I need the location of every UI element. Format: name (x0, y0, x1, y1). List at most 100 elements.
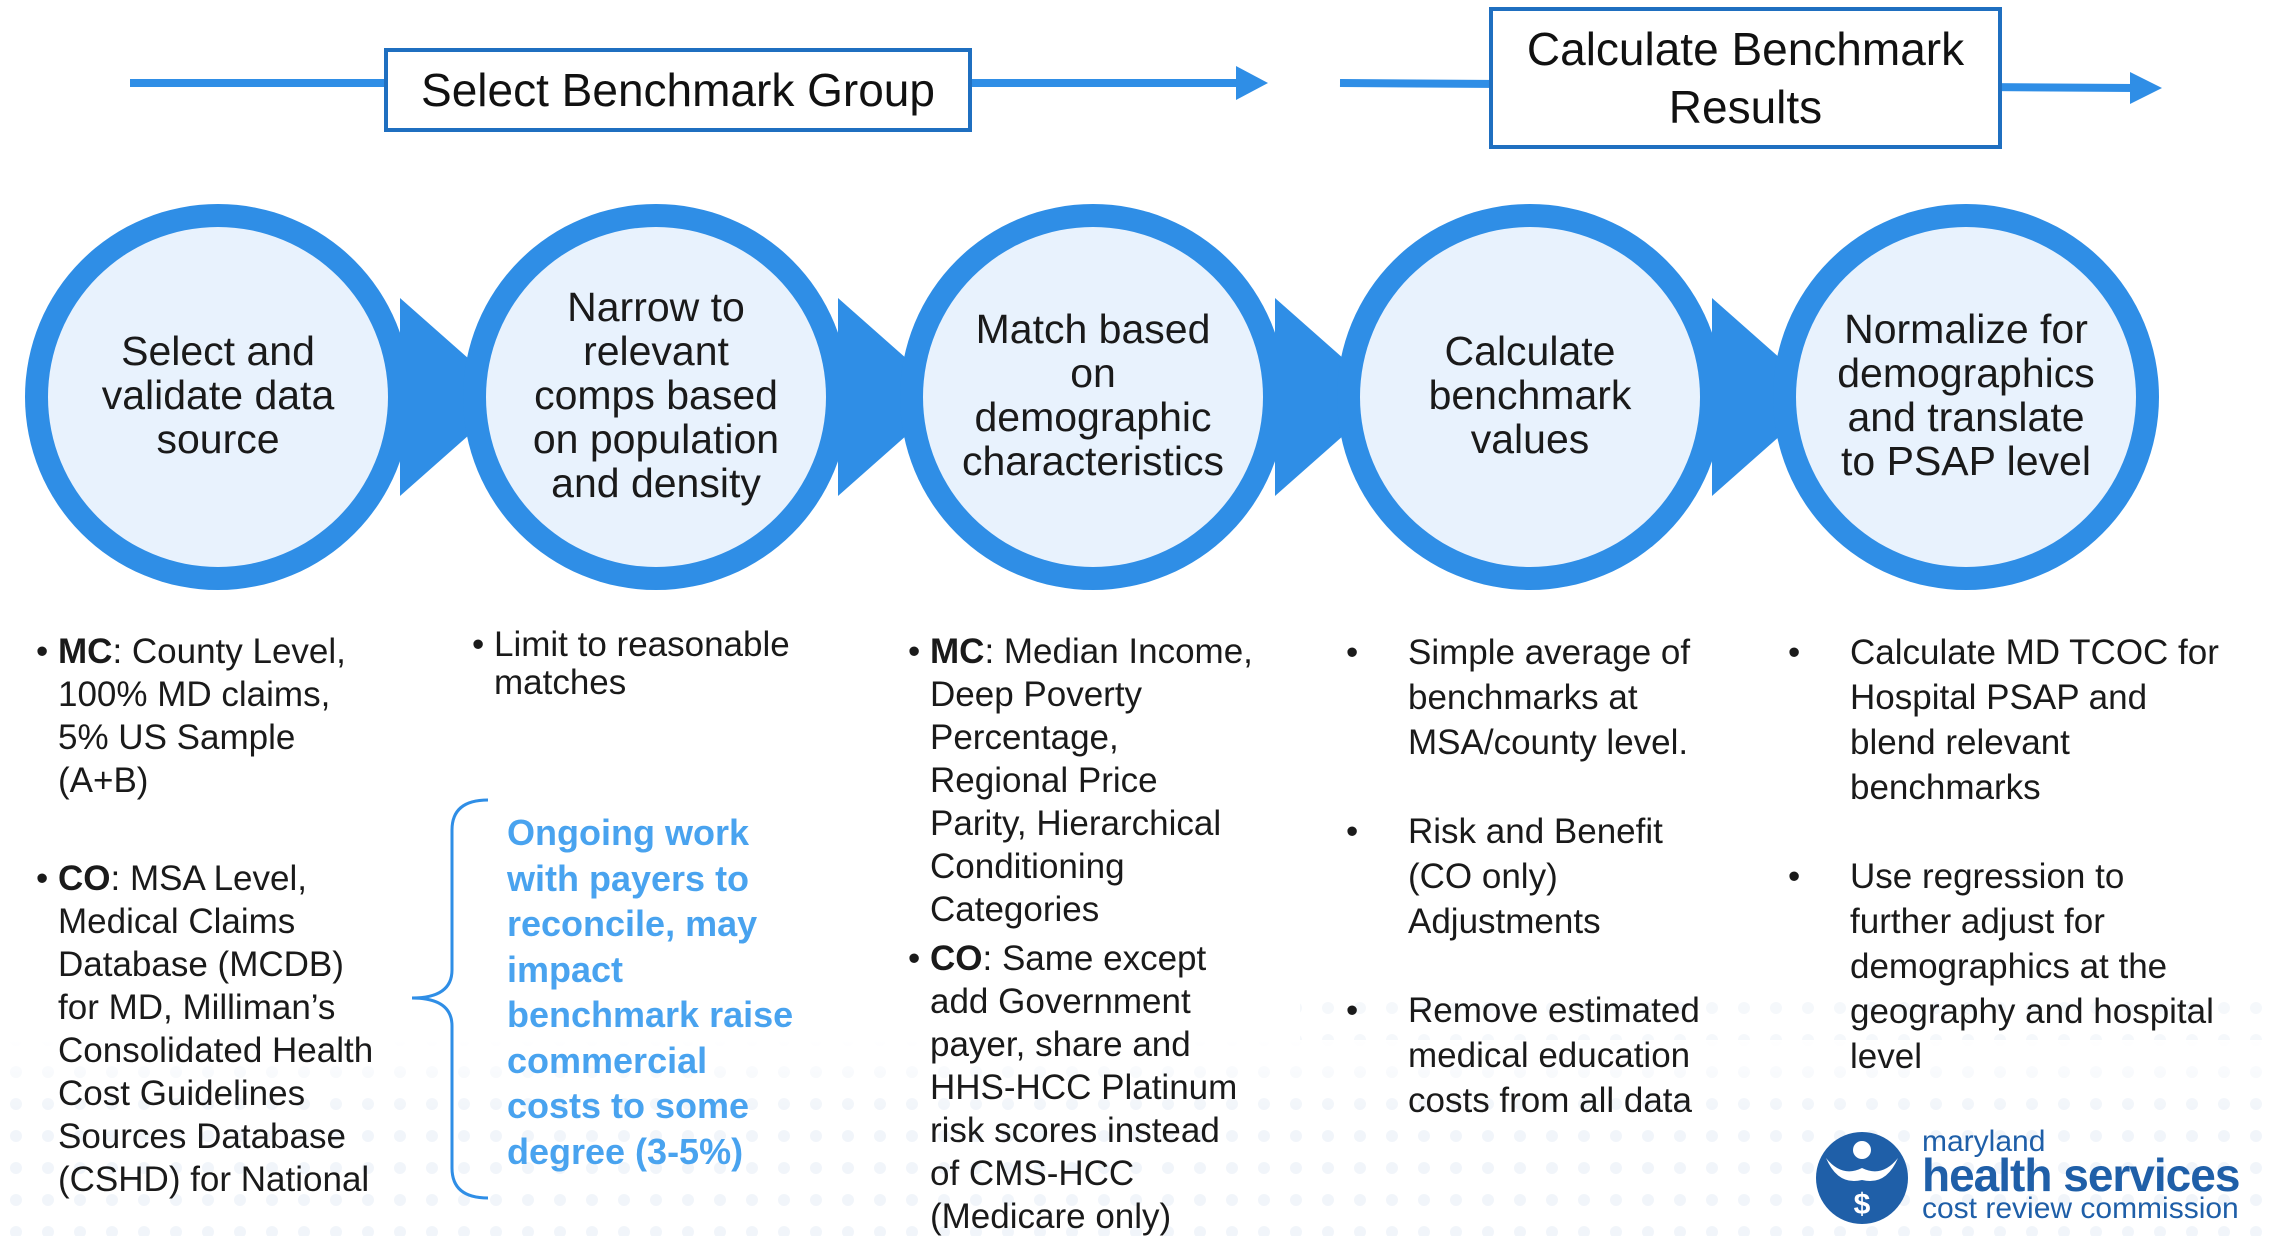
callout-line: costs to some (507, 1085, 750, 1126)
stage-calculate-label-1: Calculate Benchmark (1526, 23, 1965, 75)
callout-line: commercial (507, 1039, 708, 1081)
stage-arrow-left-head (1236, 66, 1268, 100)
bullet-line: add Government (930, 982, 1191, 1021)
step-2-line: and density (551, 460, 761, 506)
step-2-line: comps based (534, 372, 778, 418)
bullet-mc: • MC: Median Income, Deep Poverty Percen… (908, 630, 1310, 931)
bullet-line: Risk and Benefit (1408, 812, 1663, 851)
label-co: CO (930, 939, 983, 978)
step-2-line: on population (532, 416, 780, 462)
step-2-text: Narrow to relevant comps based on popula… (496, 285, 816, 505)
step-1-line: validate data (101, 372, 335, 418)
step-4-line: benchmark (1428, 372, 1632, 418)
bullet-line: Remove estimated (1408, 991, 1700, 1030)
bullet-dot: • (1346, 812, 1359, 851)
callout-line: Ongoing work (507, 812, 749, 853)
label-mc: MC (930, 632, 985, 671)
bullet-line: Deep Poverty (930, 675, 1143, 714)
bullet-dot: • (1346, 991, 1359, 1030)
bullet-line: payer, share and (930, 1025, 1191, 1064)
callout-line: benchmark raise (507, 994, 794, 1035)
step-1-text: Select and validate data source (68, 329, 368, 461)
callout-line: reconcile, may (507, 903, 758, 944)
callout-ongoing-work: Ongoing work with payers to reconcile, m… (507, 810, 837, 1174)
bullet-line: blend relevant (1850, 723, 2070, 762)
bullet-line: Database (MCDB) (58, 945, 344, 984)
step-4-text: Calculate benchmark values (1380, 329, 1680, 461)
bullet-dot: • (36, 859, 49, 898)
bullet-co: • CO: MSA Level, Medical Claims Database… (36, 857, 418, 1201)
bullet-line: : Median Income, (984, 632, 1253, 671)
process-chevron-circles (25, 204, 2159, 590)
bullet-line: HHS-HCC Platinum (930, 1068, 1238, 1107)
bullet-line: Calculate MD TCOC for (1850, 633, 2219, 672)
bullet-line: : MSA Level, (110, 859, 307, 898)
bullet-line: (CO only) (1408, 857, 1558, 896)
step-3-line: Match based (975, 306, 1211, 352)
step-4-line: values (1470, 416, 1590, 462)
bullet-limit: • Limit to reasonable matches (472, 626, 834, 702)
bullet-line: : Same except (982, 939, 1207, 978)
bullet-dot: • (36, 632, 49, 671)
col-narrow-notes: • Limit to reasonable matches (472, 626, 834, 702)
bullet-dot: • (1788, 633, 1801, 672)
step-circle-2 (463, 204, 950, 590)
step-2-line: relevant (583, 328, 729, 374)
stage-select-benchmark-group: Select Benchmark Group (384, 48, 972, 132)
step-3-line: demographic (974, 394, 1212, 440)
bullet-risk-benefit: • Risk and Benefit (CO only) Adjustments (1346, 809, 1788, 944)
step-5-text: Normalize for demographics and translate… (1806, 307, 2126, 483)
bullet-remove-education: • Remove estimated medical education cos… (1346, 988, 1788, 1123)
label-mc: MC (58, 632, 113, 671)
bullet-line: 5% US Sample (58, 718, 296, 757)
bullet-line: Conditioning (930, 847, 1125, 886)
bullet-line: Categories (930, 890, 1100, 929)
bullet-line: Cost Guidelines (58, 1074, 306, 1113)
logo-line-commission: cost review commission (1922, 1192, 2239, 1225)
step-4-line: Calculate (1444, 328, 1616, 374)
bullet-line: Consolidated Health (58, 1031, 374, 1070)
bullet-line: level (1850, 1037, 1922, 1076)
bullet-line: Simple average of (1408, 633, 1691, 672)
bullet-line: of CMS-HCC (930, 1154, 1135, 1193)
col-normalize-notes: • Calculate MD TCOC for Hospital PSAP an… (1788, 630, 2260, 1079)
bullet-line: Parity, Hierarchical (930, 804, 1222, 843)
step-5-line: Normalize for (1844, 306, 2088, 352)
bullet-line: medical education (1408, 1036, 1691, 1075)
bullet-line: costs from all data (1408, 1081, 1692, 1120)
bullet-line: Regional Price (930, 761, 1158, 800)
svg-text:$: $ (1854, 1188, 1871, 1221)
bullet-dot: • (908, 939, 921, 978)
bullet-dot: • (908, 632, 921, 671)
bullet-line: Adjustments (1408, 902, 1601, 941)
bullet-dot: • (472, 625, 485, 664)
bullet-line: Hospital PSAP and (1850, 678, 2148, 717)
step-5-line: demographics (1837, 350, 2095, 396)
brace-icon (411, 798, 489, 1200)
bullet-line: matches (494, 663, 627, 702)
stage-select-label: Select Benchmark Group (421, 64, 935, 116)
step-circle-5 (1773, 204, 2159, 590)
step-3-line: characteristics (961, 438, 1224, 484)
bullet-line: MSA/county level. (1408, 723, 1689, 762)
bullet-line: further adjust for (1850, 902, 2105, 941)
bullet-co: • CO: Same except add Government payer, … (908, 937, 1310, 1238)
step-circle-3 (900, 204, 1387, 590)
step-3-line: on (1070, 350, 1116, 396)
stage-calculate-benchmark-results: Calculate Benchmark Results (1489, 7, 2002, 149)
step-1-line: Select and (121, 328, 315, 374)
bullet-line: benchmarks (1850, 768, 2041, 807)
bullet-line: Use regression to (1850, 857, 2125, 896)
bullet-mc: • MC: County Level, 100% MD claims, 5% U… (36, 630, 418, 802)
bullet-calculate-tcoc: • Calculate MD TCOC for Hospital PSAP an… (1788, 630, 2260, 810)
col-calculate-notes: • Simple average of benchmarks at MSA/co… (1346, 630, 1788, 1123)
callout-line: with payers to (507, 857, 750, 899)
label-co: CO (58, 859, 111, 898)
step-1-line: source (156, 416, 280, 462)
step-3-text: Match based on demographic characteristi… (933, 307, 1253, 483)
bullet-dot: • (1346, 633, 1359, 672)
bullet-line: (CSHD) for National (58, 1160, 370, 1199)
bullet-simple-average: • Simple average of benchmarks at MSA/co… (1346, 630, 1788, 765)
col-matching-notes: • MC: Median Income, Deep Poverty Percen… (908, 630, 1310, 1238)
